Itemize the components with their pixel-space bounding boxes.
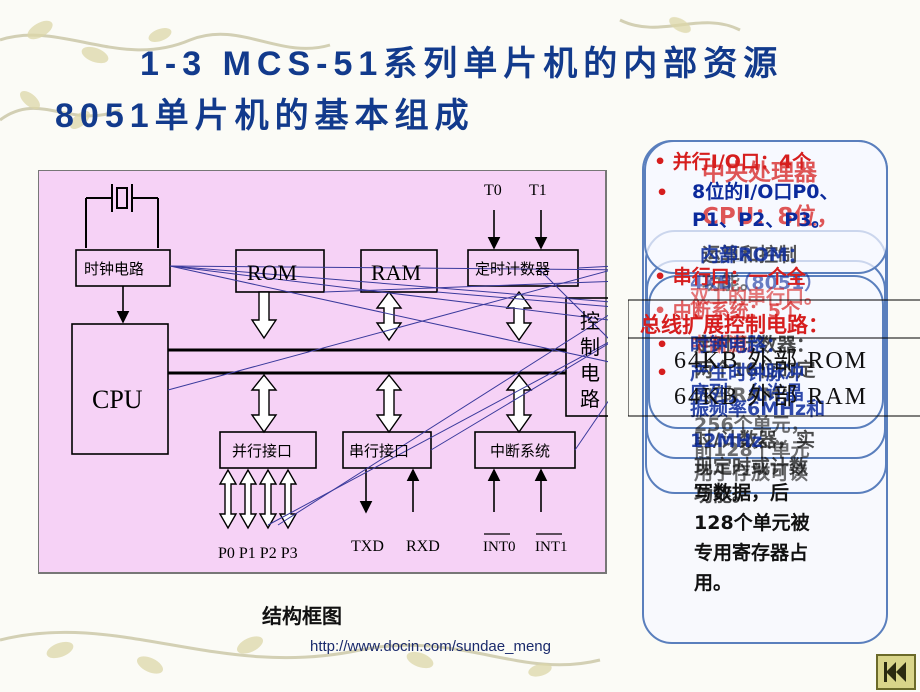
serial-label: 串行接口 [349,442,409,460]
cpu-callout-line-4: 功能。 [702,272,760,294]
clock-line-1: 时钟电路： [690,334,786,356]
interrupt-label: 中断系统 [490,442,550,460]
diagram-caption: 结构框图 [262,604,342,628]
ports-label: P0 P1 P2 P3 [218,545,298,562]
int-callout-line-2: 中断源。 [690,334,767,356]
clock-line-5: 12MHz [690,430,763,452]
rom-callout-line-2: 4KB（8051） [690,272,824,294]
ram-line-6: 128个单元被 [694,512,810,534]
bus-callout-title: 总线扩展控制电路： [640,313,829,337]
io-line-2: 8位的I/O口P0、 [692,181,839,203]
parallel-label: 并行接口 [232,442,292,460]
control-char-3: 电 [580,361,600,385]
block-diagram: 时钟电路 定时计数器 并行接口 串行接口 中断系统 ROM RAM CPU T0… [38,170,608,574]
io-line-3: P1、P2、P3。 [692,209,831,231]
io-line-1: • 并行I/O口：4个 [654,151,812,173]
cpu-callout-line-2: CPU：8位， [702,204,840,230]
bus-callout-frame [628,299,920,417]
serial-callout-line-2: 双工的串行口。 [690,286,824,308]
slide-title: 1-3 MCS-51系列单片机的内部资源 [140,45,784,83]
slide-subtitle: 8051单片机的基本组成 [55,97,475,135]
t1-label: T1 [529,182,547,199]
ram-line-7: 专用寄存器占 [694,542,809,564]
callout-cpu-bubble [644,140,888,274]
control-box [565,297,608,417]
timer-line-2: 两个16位的定 [694,359,816,381]
ram-box [360,249,438,293]
timer-line-4: 现定时或计数 [694,456,809,478]
next-slide-button[interactable] [876,654,916,690]
ext-ram-line: 64KB 外部 RAM [674,384,869,410]
txd-label: TXD [351,538,384,555]
ram-line-2: 256个单元， [694,414,810,436]
clock-label: 时钟电路 [84,260,144,278]
bullet-cpu: • [656,182,669,204]
source-url: http://www.docin.com/sundae_meng [310,638,551,655]
ram-line-1: 内部RAM： [694,384,800,406]
ext-rom-line: 64KB 外部 ROM [674,348,869,374]
timer-line-1: 定时/计数器： [694,334,815,356]
ram-line-4: 用于存放可读 [694,462,809,484]
int0-label: INT0 [483,539,516,555]
bullet-clock: • [656,334,669,356]
cpu-box [71,323,169,455]
ram-line-3: 前128个单元 [694,439,810,461]
control-char-2: 制 [580,335,600,359]
t0-label: T0 [484,182,502,199]
ram-label: RAM [371,260,421,285]
timer-label: 定时计数器 [475,260,550,278]
clock-line-2: 产生时钟脉冲 [690,362,805,384]
int1-label: INT1 [535,539,568,555]
rxd-label: RXD [406,538,440,555]
clock-line-3: 序列，允许晶 [690,382,805,404]
control-char-4: 路 [580,387,600,411]
cpu-label: CPU [92,385,143,414]
serial-callout-line-1: • 串行口：一个全 [654,266,806,288]
crystal-symbol [85,184,159,248]
bullet-ram: • [656,362,669,384]
int-callout-line-1: • 中断系统：5个 [654,300,800,322]
ram-line-5: 写数据，后 [694,482,790,504]
timer-line-3: 时/计数器，实 [694,429,815,451]
control-char-1: 控 [580,309,600,333]
rom-callout-line-1: 内部ROM： [700,244,807,266]
nav-arrows-icon [884,662,906,682]
parallel-port-box [219,431,317,469]
timer-line-5: 功能。 [694,484,752,506]
cpu-callout-line-3: 运算和控制 [702,244,798,266]
callout-serial-bubble [648,275,884,429]
cpu-callout-line-1: 中央处理器 [702,160,817,186]
clock-line-4: 振频率6MHz和 [690,398,826,420]
ram-line-8: 用。 [694,572,733,594]
rom-label: ROM [247,260,297,285]
